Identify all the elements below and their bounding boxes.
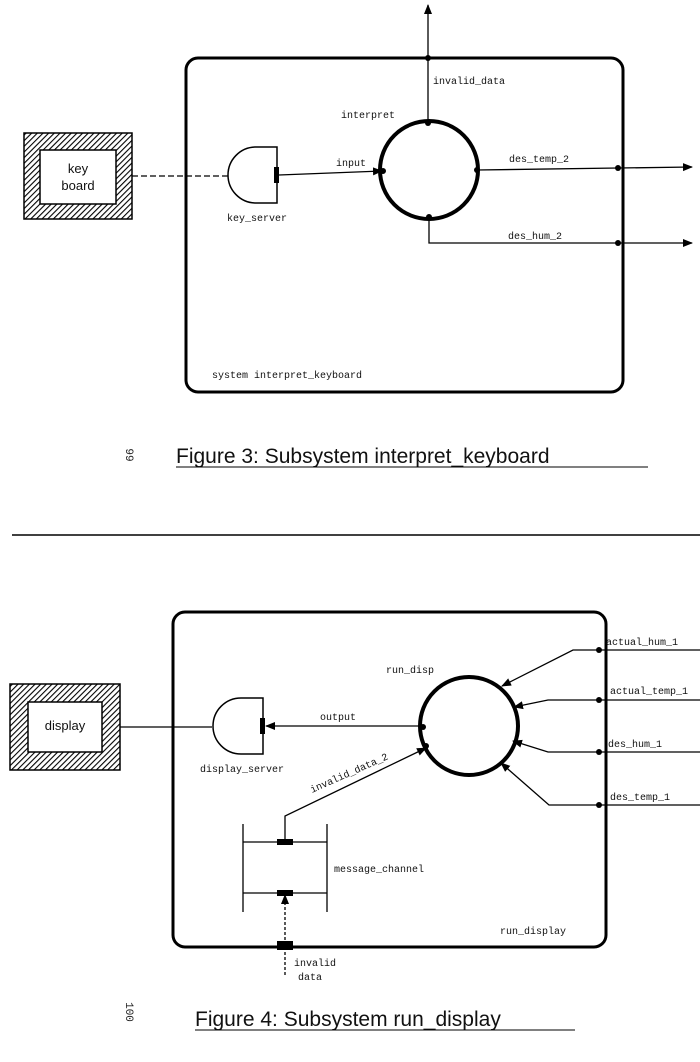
display-terminator-label: display (45, 718, 86, 733)
keyboard-terminator: key board (23, 132, 133, 220)
actual-hum-1-flow (501, 647, 700, 687)
invalid-data-flow-label: invalid_data (433, 76, 505, 88)
actual-temp-1-flow (513, 697, 700, 710)
output-flow-label: output (320, 713, 356, 724)
invalid-data-line2: data (298, 972, 322, 984)
des-temp-1-label: des_temp_1 (610, 792, 670, 804)
figure-3: key board key_server input interpret inv… (23, 4, 693, 468)
figure-4-caption: Figure 4: Subsystem run_display (195, 1008, 501, 1031)
display-server-label: display_server (200, 764, 284, 776)
invalid-data-line1: invalid (294, 958, 336, 970)
display-terminator: display (9, 683, 121, 771)
key-server-shape (227, 146, 279, 204)
figure-3-caption: Figure 3: Subsystem interpret_keyboard (176, 445, 550, 468)
input-flow-label: input (336, 158, 366, 170)
actual-temp-1-label: actual_temp_1 (610, 686, 688, 698)
message-channel (242, 824, 328, 912)
actual-hum-1-label: actual_hum_1 (606, 637, 678, 649)
des-hum-1-flow (512, 739, 700, 755)
des-hum-2-label: des_hum_2 (508, 231, 562, 243)
page-number-99: 99 (122, 448, 134, 461)
des-temp-1-flow (500, 762, 700, 808)
run-display-system-label: run_display (500, 926, 566, 938)
des-hum-1-label: des_hum_1 (608, 739, 662, 751)
system-interpret-keyboard-label: system interpret_keyboard (212, 370, 362, 382)
des-temp-2-label: des_temp_2 (509, 154, 569, 166)
des-temp-2-flow (476, 163, 693, 172)
interpret-process (378, 119, 480, 221)
interpret-process-label: interpret (341, 110, 395, 122)
figure-4: display display_server output run_disp i… (9, 610, 700, 1031)
keyboard-label-line2: board (61, 178, 94, 193)
key-server-label: key_server (227, 213, 287, 225)
run-disp-process-label: run_disp (386, 665, 434, 677)
keyboard-label-line1: key (68, 161, 89, 176)
invalid-data-2-flow (284, 747, 427, 842)
page-number-100: 100 (122, 1002, 134, 1022)
run-disp-process (418, 675, 520, 777)
invalid-data-2-label: invalid_data_2 (309, 752, 391, 797)
message-channel-label: message_channel (334, 864, 424, 876)
input-flow (278, 167, 383, 176)
system-boundary-interpret-keyboard (184, 56, 625, 394)
system-boundary-run-display (171, 610, 608, 949)
display-server-shape (212, 697, 265, 755)
des-hum-2-flow (428, 217, 693, 247)
